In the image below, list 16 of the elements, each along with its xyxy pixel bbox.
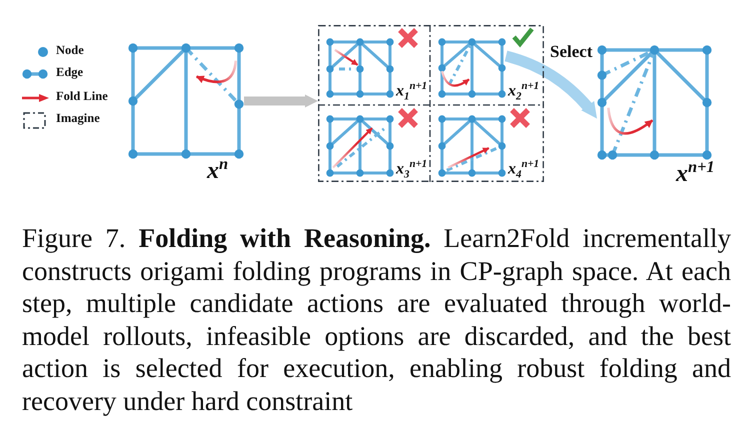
figure-caption: Figure 7. Folding with Reasoning. Learn2Fold incrementally constructs origami folding programs in CP-graph space. At each step, multiple candidate actions are evaluated through world-model rollouts, infeasible options are discarded, and the best action is selected for execution, enabling robust folding and recovery under hard constraint [22,222,731,418]
imagine-frame [318,25,544,182]
legend-label: Fold Line [56,90,108,104]
legend-label: Node [56,44,84,58]
crease-pattern-drawing [438,115,506,177]
crease-pattern-drawing [326,115,394,177]
legend-label: Imagine [56,112,100,126]
crease-pattern-drawing [128,43,244,159]
state-label: x$^{n}$ [207,155,228,184]
edge-label: Select [550,43,592,62]
state-label: x$^{n+1}$ [676,158,715,188]
crease-pattern-drawing [438,38,506,98]
crease-pattern-drawing [326,38,394,98]
legend-label: Edge [56,66,84,80]
crease-pattern-drawing [597,45,712,160]
arrow [244,94,318,108]
